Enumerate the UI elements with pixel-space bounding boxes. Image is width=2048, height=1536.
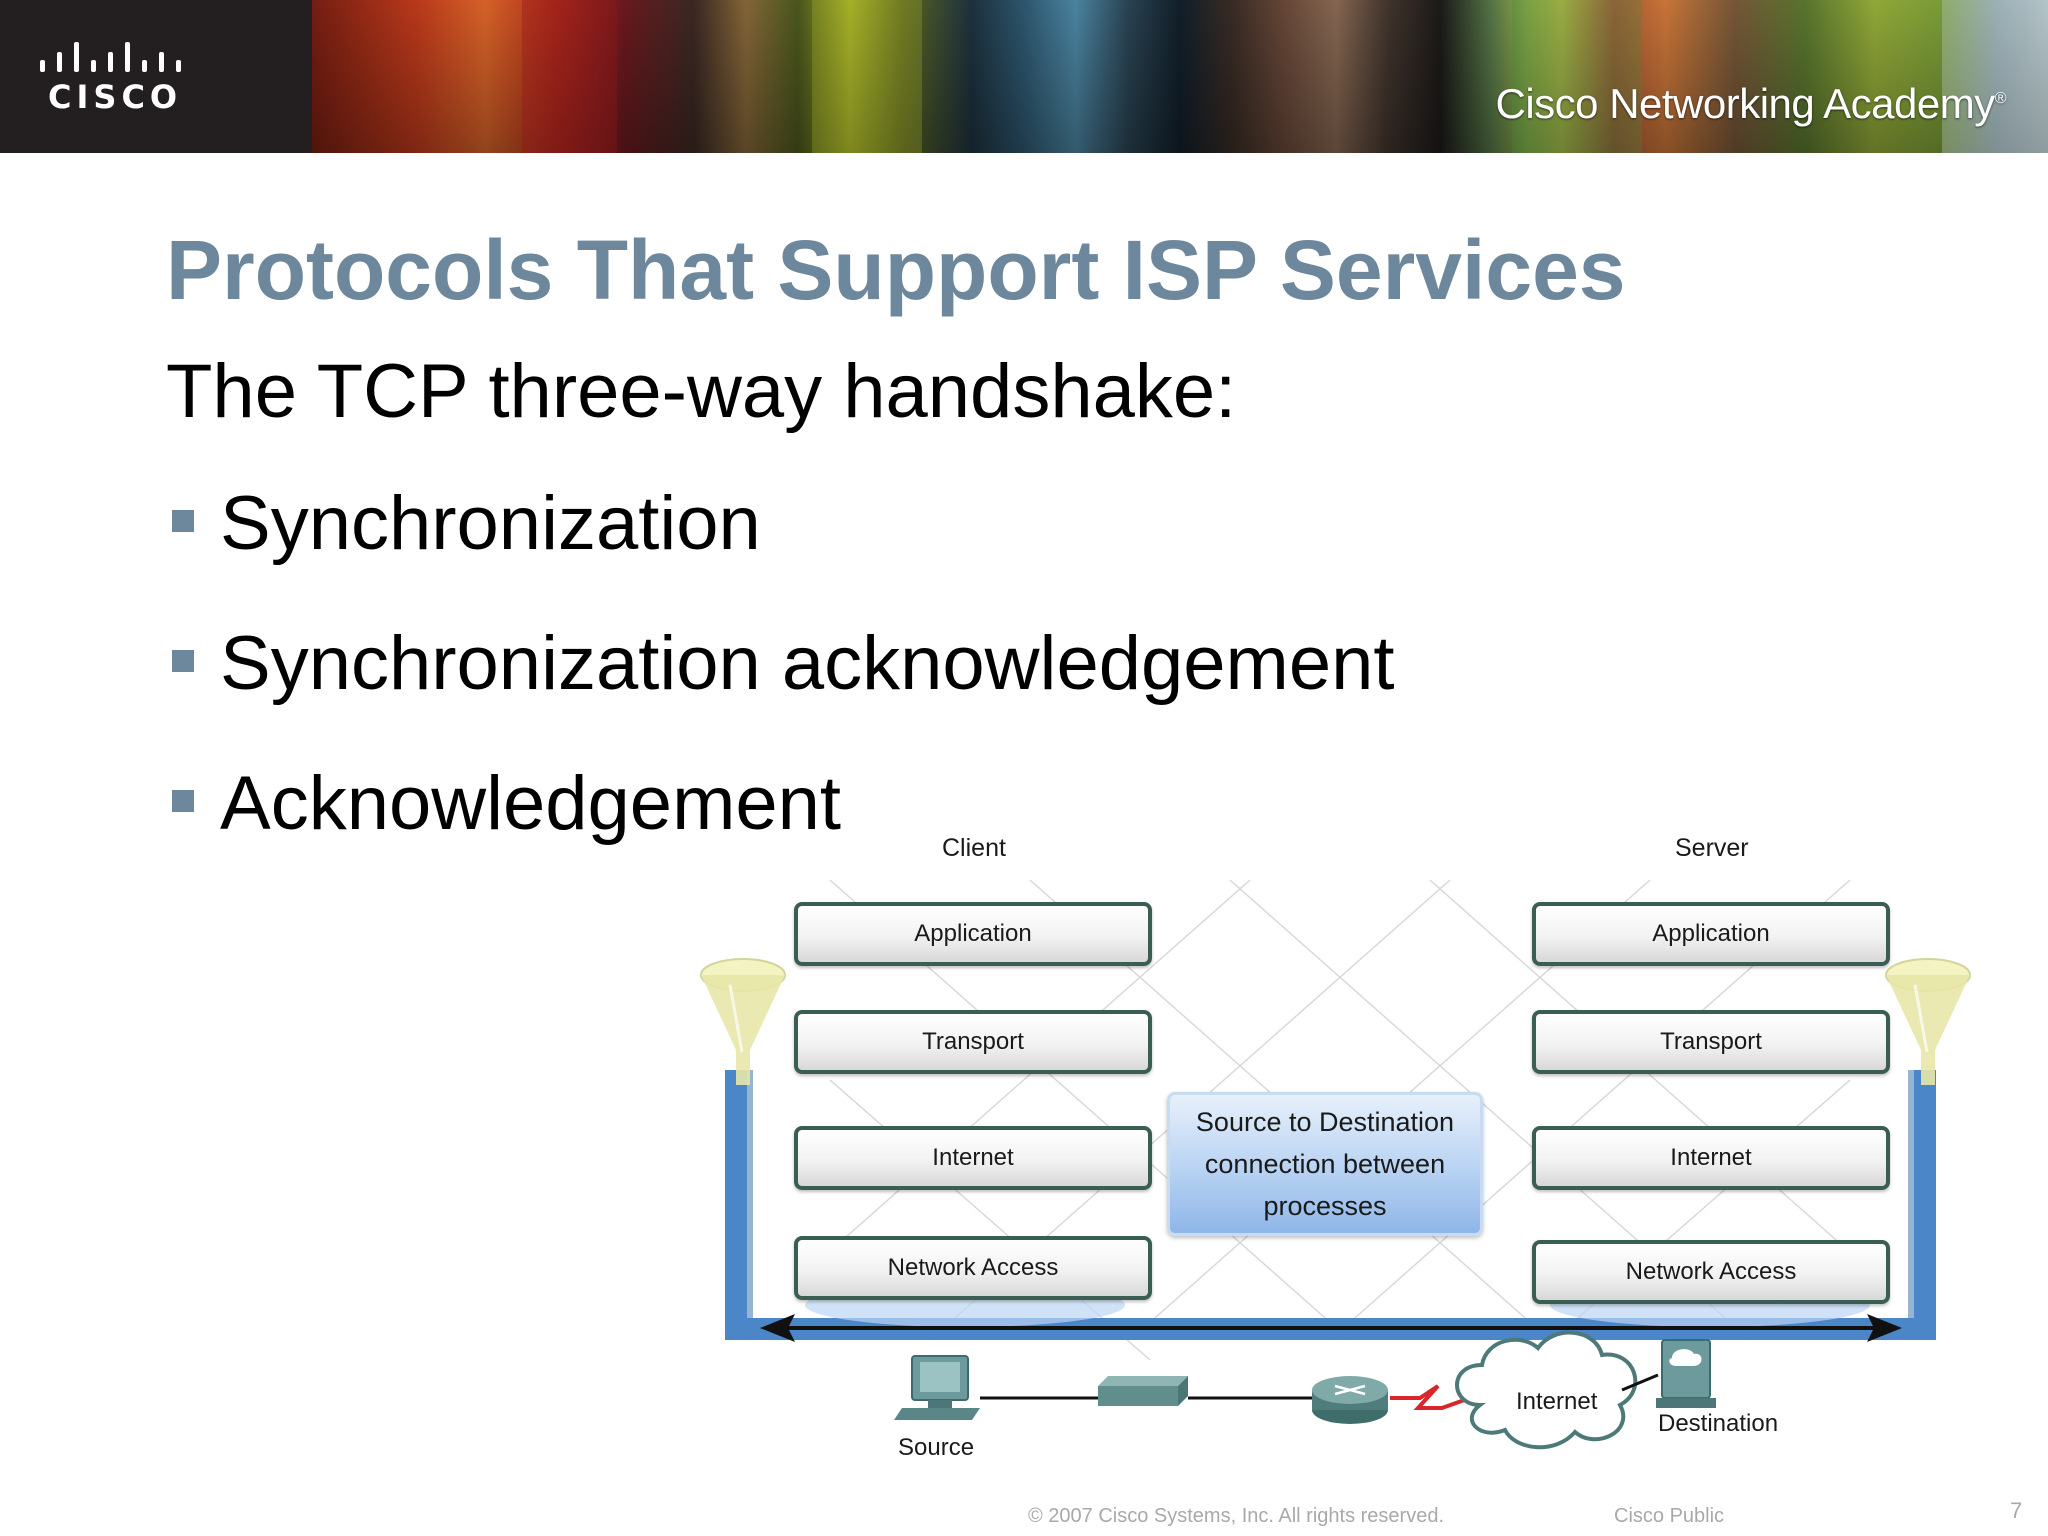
slide-title: Protocols That Support ISP Services — [166, 223, 1626, 317]
diagram-graphics — [700, 879, 1971, 1450]
header-banner: CISCO Cisco Networking Academy® — [0, 0, 2048, 153]
tcp-connection-diagram: Client Server Application Transport Inte… — [690, 820, 1990, 1470]
academy-title: Cisco Networking Academy® — [1495, 80, 2007, 127]
bullet-square-icon — [172, 650, 194, 672]
left-funnel-icon — [700, 958, 786, 1085]
server-label: Server — [1675, 834, 1749, 862]
server-application-layer: Application — [1532, 902, 1890, 966]
cisco-bars-icon — [40, 42, 181, 72]
double-arrow-icon — [760, 1314, 1902, 1342]
left-pipe — [725, 1070, 747, 1340]
slide-subtitle: The TCP three-way handshake: — [166, 349, 1237, 434]
page-number: 7 — [2010, 1498, 2023, 1523]
banner-photo-collage — [312, 0, 2048, 153]
client-application-layer: Application — [794, 902, 1152, 966]
serial-link-icon — [1390, 1384, 1471, 1410]
bullet-square-icon — [172, 790, 194, 812]
server-transport-layer: Transport — [1532, 1010, 1890, 1074]
client-label: Client — [942, 834, 1006, 862]
router-icon — [1312, 1376, 1388, 1424]
bullet-item: Synchronization — [166, 480, 1394, 620]
right-funnel-icon — [1885, 958, 1971, 1085]
server-network-access-layer: Network Access — [1532, 1240, 1890, 1304]
internet-cloud-icon — [1455, 1330, 1638, 1450]
bullet-item: Acknowledgement — [166, 760, 1394, 900]
cisco-logo: CISCO — [0, 0, 312, 153]
internet-label: Internet — [1516, 1388, 1598, 1415]
server-internet-layer: Internet — [1532, 1126, 1890, 1190]
destination-server-icon — [1656, 1339, 1716, 1408]
source-label: Source — [898, 1434, 975, 1461]
classification-text: Cisco Public — [1614, 1505, 1725, 1527]
right-pipe — [1914, 1070, 1936, 1340]
cisco-wordmark: CISCO — [48, 78, 183, 116]
client-transport-layer: Transport — [794, 1010, 1152, 1074]
bullet-item: Synchronization acknowledgement — [166, 620, 1394, 760]
copyright-text: © 2007 Cisco Systems, Inc. All rights re… — [1028, 1505, 1445, 1527]
destination-label: Destination — [1658, 1410, 1779, 1437]
bullet-square-icon — [172, 510, 194, 532]
source-pc-icon — [894, 1355, 980, 1420]
connection-description-box: Source to Destination connection between… — [1167, 1092, 1483, 1236]
client-internet-layer: Internet — [794, 1126, 1152, 1190]
switch-icon — [1098, 1376, 1188, 1406]
bullet-list: Synchronization Synchronization acknowle… — [166, 480, 1394, 900]
client-network-access-layer: Network Access — [794, 1236, 1152, 1300]
